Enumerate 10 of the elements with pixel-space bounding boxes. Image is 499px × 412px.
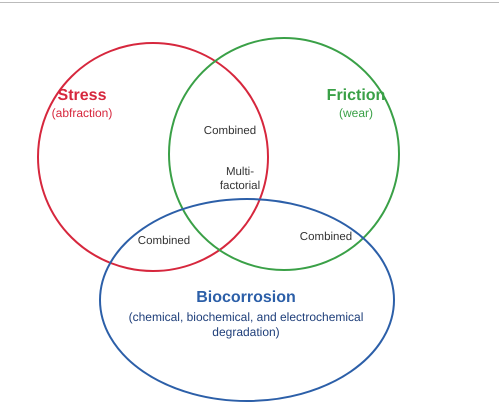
set-description: (wear) <box>339 106 373 121</box>
set-description: (chemical, biochemical, and electrochemical degradation) <box>128 310 364 340</box>
region-label: Combined <box>300 230 352 244</box>
set-title: Biocorrosion <box>196 288 296 308</box>
region-label: Combined <box>138 234 190 248</box>
set-title: Stress <box>58 86 106 106</box>
region-label: Combined <box>204 124 256 138</box>
set-title: Friction <box>326 86 386 106</box>
region-label: Multi-factorial <box>218 165 262 194</box>
set-description: (abfraction) <box>52 106 112 121</box>
